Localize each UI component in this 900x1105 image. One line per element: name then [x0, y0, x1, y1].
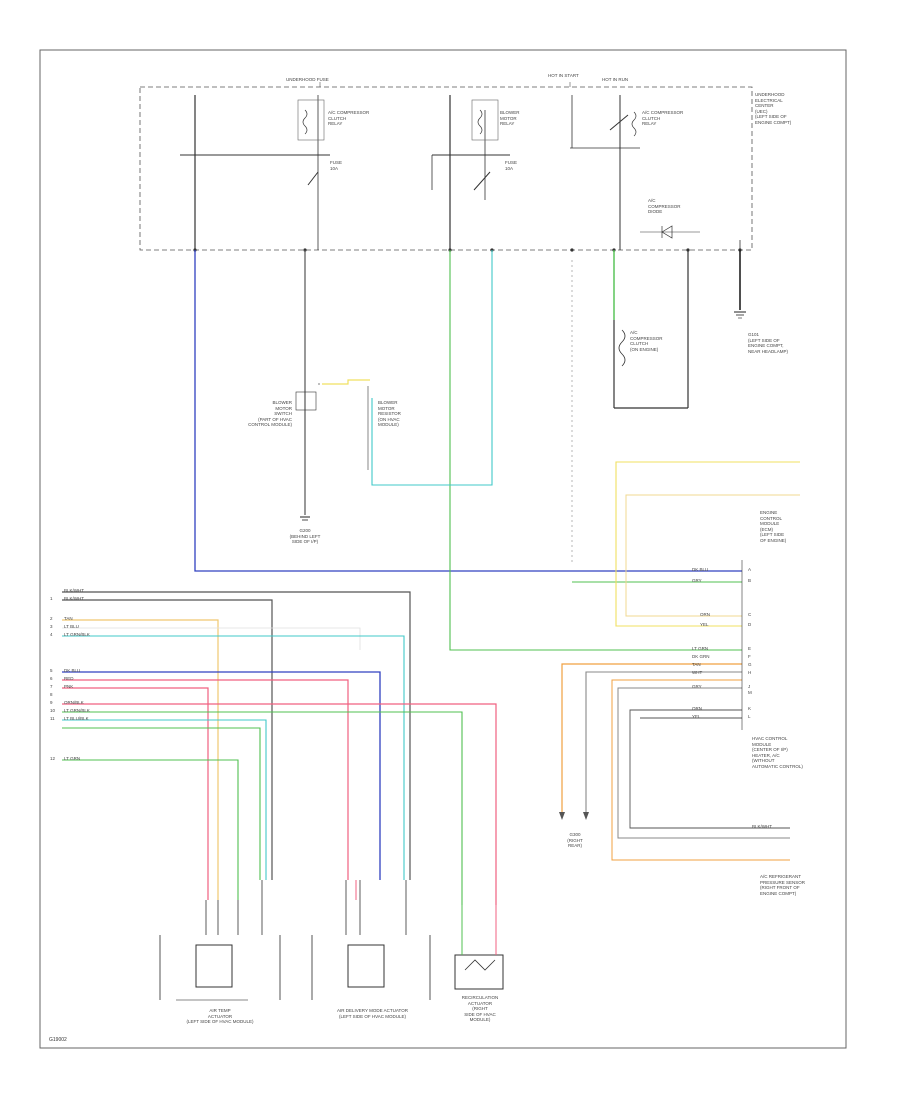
wire-lt-grn [449, 250, 742, 651]
right-wire-4: YEL [700, 622, 709, 627]
label-relay-b: BLOWER MOTOR RELAY [500, 110, 520, 126]
wire-yel [615, 461, 800, 627]
label-ac-clutch: A/C COMPRESSOR CLUTCH (ON ENGINE) [630, 330, 663, 352]
wire-label-11: LT BLU/BLK [64, 716, 89, 721]
wire-gry-2 [617, 687, 790, 839]
wire-label-7: RED [64, 676, 74, 681]
wire-blk [629, 709, 790, 829]
label-diode: A/C COMPRESSOR DIODE [648, 198, 681, 214]
pin-k: K [748, 706, 752, 711]
wire-label-4: LT BLU [64, 624, 79, 629]
wire-dk-blu [194, 250, 742, 572]
pin-j: J [748, 684, 751, 689]
ac-clutch-circuit [613, 250, 689, 409]
pin-7: 7 [50, 684, 53, 689]
wire-label-9: ORN/BLK [64, 700, 84, 705]
blower-switch-circuit [295, 250, 370, 521]
label-uec: UNDERHOOD ELECTRICAL CENTER (UEC) (LEFT … [755, 92, 792, 125]
right-wire-5: LT GRN [692, 646, 709, 651]
pin-c: C [748, 612, 752, 617]
label-blower-switch: BLOWER MOTOR SWITCH (PART OF HVAC CONTRO… [248, 400, 292, 427]
pin-9: 9 [50, 700, 53, 705]
pin-12: 12 [50, 756, 56, 761]
pin-a: A [748, 567, 752, 572]
label-ecm: ENGINE CONTROL MODULE (ECM) (LEFT SIDE O… [760, 510, 787, 543]
label-hot-start: HOT IN START [548, 73, 579, 78]
footer-code: G19002 [49, 1037, 67, 1043]
mode-actuator [311, 880, 431, 1000]
diagram-border [39, 49, 847, 1049]
wire-label-6: DK BLU [64, 668, 81, 673]
pin-2: 2 [50, 616, 53, 621]
pin-d: D [748, 622, 752, 627]
label-fuse-b: FUSE 10A [505, 160, 518, 171]
pin-e: E [748, 646, 752, 651]
right-wire-8: WHT [692, 670, 703, 675]
right-wire-3: ORN [700, 612, 710, 617]
wire-orn-2 [611, 679, 790, 861]
pin-4: 4 [50, 632, 53, 637]
pin-11: 11 [50, 716, 55, 721]
wire-gry [585, 671, 742, 815]
label-ground-mid: G200 (BEHIND LEFT SIDE OF I/P) [289, 528, 321, 544]
label-blower-resistor: BLOWER MOTOR RESISTOR (ON HVAC MODULE) [378, 400, 401, 427]
pin-10: 10 [50, 708, 56, 713]
wire-tan [625, 494, 800, 617]
pin-1: 1 [50, 596, 53, 601]
relay-switch-c [609, 111, 637, 137]
label-relay-c: A/C COMPRESSOR CLUTCH RELAY [642, 110, 684, 126]
label-top-fuse: UNDERHOOD FUSE [286, 77, 329, 82]
pin-5: 5 [50, 668, 53, 673]
wire-label-12: LT GRN [64, 756, 81, 761]
label-hvac-module: HVAC CONTROL MODULE (CENTER OF I/P) HEAT… [752, 736, 803, 769]
relay-switch-b [471, 99, 499, 191]
wire-label-5: LT GRN/BLK [64, 632, 90, 637]
label-mode-actuator: AIR DELIVERY MODE ACTUATOR (LEFT SIDE OF… [337, 1008, 408, 1019]
diode-symbol [640, 225, 700, 239]
wire-label-2: BLK/WHT [64, 596, 85, 601]
wire-label-10: LT GRN/BLK [64, 708, 90, 713]
wire-label-1: BLK/WHT [64, 588, 85, 593]
pin-b: B [748, 578, 752, 583]
label-ground-lower: G300 (RIGHT REAR) [567, 832, 583, 848]
right-wire-6: DK GRN [692, 654, 710, 659]
label-recirc-actuator: RECIRCULATION ACTUATOR (RIGHT SIDE OF HV… [461, 995, 499, 1022]
right-wire-9: GRY [692, 684, 702, 689]
air-temp-actuator [159, 880, 281, 1001]
pin-6: 6 [50, 676, 53, 681]
wire-label-8: PNK [64, 684, 74, 689]
pin-g: G [748, 662, 752, 667]
wire-orn [561, 663, 742, 815]
wire-lt-blu [371, 250, 493, 486]
recirc-actuator [454, 905, 504, 990]
right-wire-10: ORN [692, 706, 702, 711]
pin-8: 8 [50, 692, 53, 697]
fuse-box-outline [139, 86, 753, 251]
label-ground-right: G101 (LEFT SIDE OF ENGINE COMPT, NEAR HE… [748, 332, 789, 354]
pin-3: 3 [50, 624, 53, 629]
right-wire-2: GRY [692, 578, 702, 583]
actuator-wiring [62, 591, 497, 905]
wire-label-3: TAN [64, 616, 73, 621]
right-wire-7: TAN [692, 662, 701, 667]
right-wire-12: BLK/WHT [752, 824, 773, 829]
label-hot-run: HOT IN RUN [602, 77, 629, 82]
label-fuse-a: FUSE 10A [330, 160, 343, 171]
pin-l: L [748, 714, 751, 719]
pin-f: F [748, 654, 751, 659]
label-pressure-sensor: A/C REFRIGERANT PRESSURE SENSOR (RIGHT F… [760, 874, 806, 896]
relay-switch-a [297, 99, 325, 186]
pin-h: H [748, 670, 752, 675]
label-relay-a: A/C COMPRESSOR CLUTCH RELAY [328, 110, 370, 126]
label-air-temp: AIR TEMP ACTUATOR (LEFT SIDE OF HVAC MOD… [186, 1008, 254, 1024]
right-wire-11: YEL [692, 714, 701, 719]
pin-m: M [748, 690, 752, 695]
right-wire-1: DK BLU [692, 567, 709, 572]
